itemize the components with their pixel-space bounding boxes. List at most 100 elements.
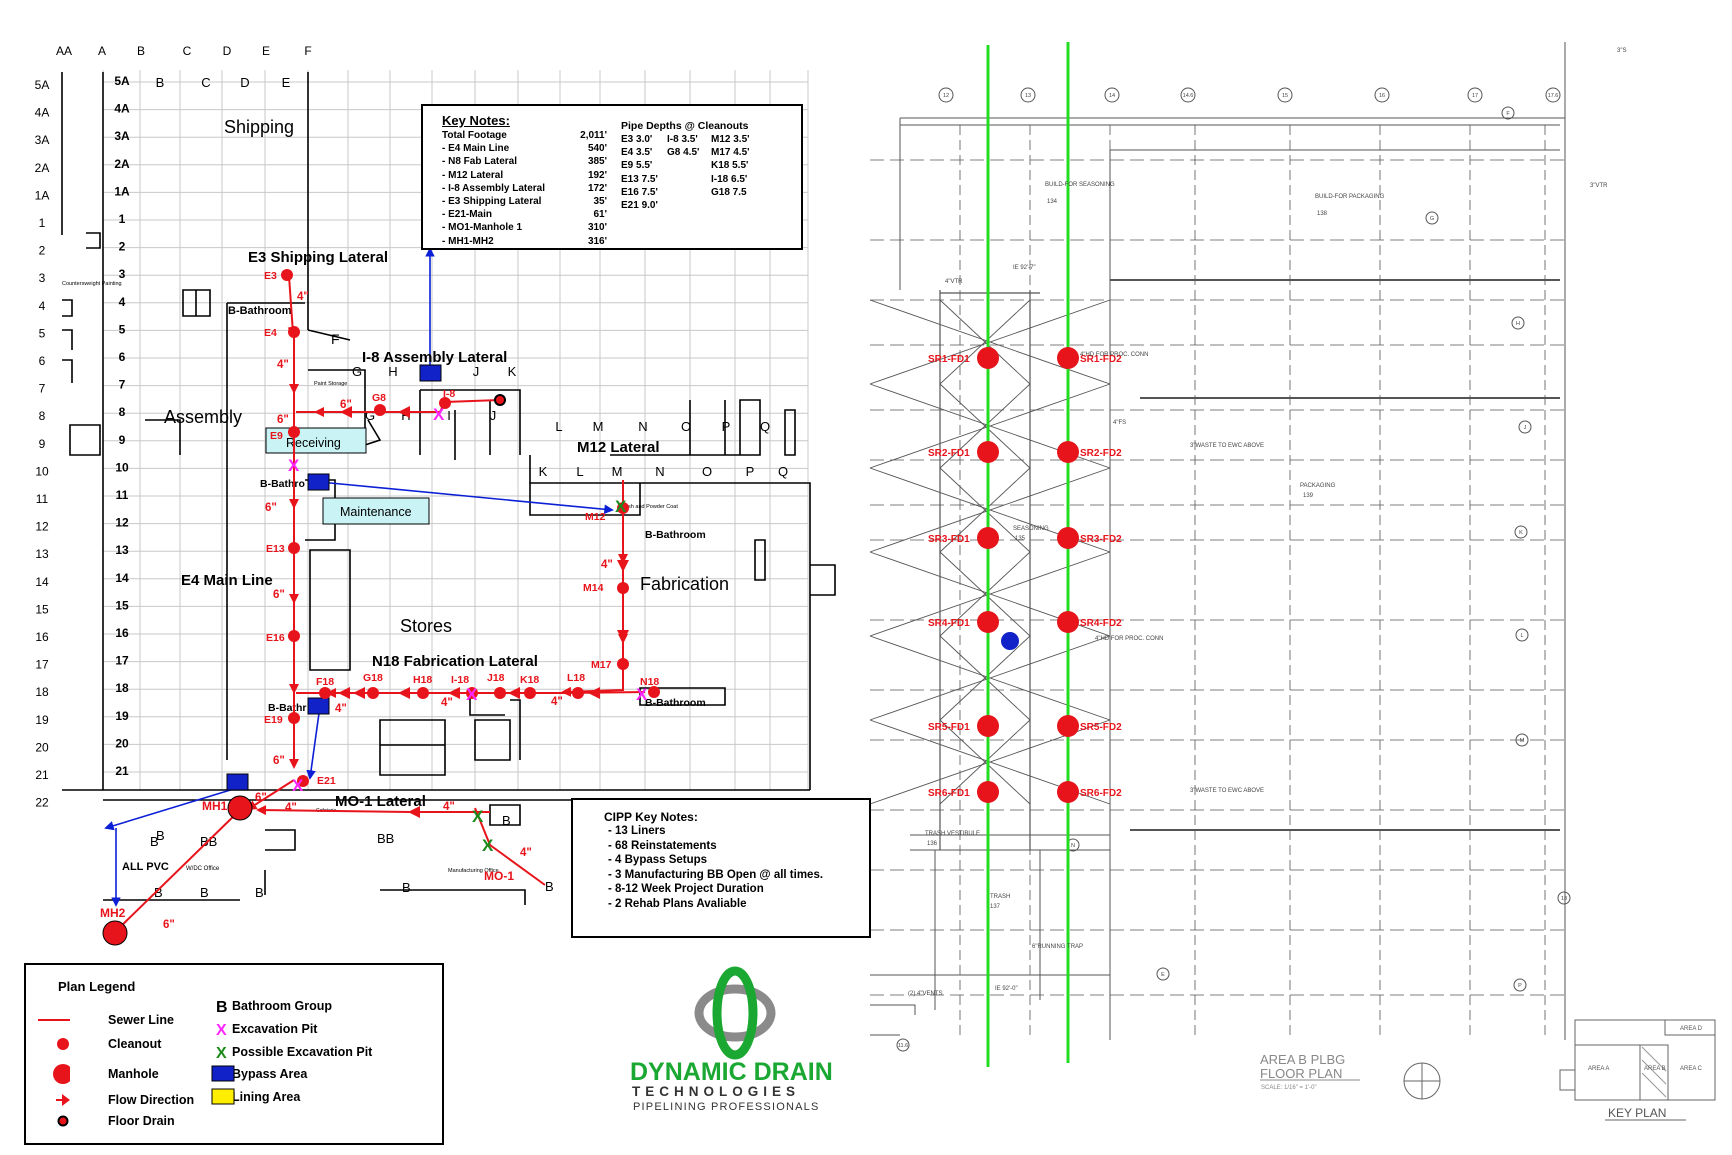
grid-inner-row-label: 6 [119, 350, 126, 364]
possible-excavation-pit-icon: X [216, 1045, 227, 1062]
floor-drain-left [977, 715, 999, 737]
svg-text:4": 4" [441, 697, 453, 709]
grid-row-label: 21 [35, 768, 49, 782]
blueprint-note: 139 [1303, 493, 1314, 499]
svg-text:4": 4" [601, 559, 613, 571]
key-notes-row-label: - N8 Fab Lateral [442, 156, 518, 168]
svg-text:4": 4" [335, 703, 347, 715]
svg-text:E3 Shipping Lateral: E3 Shipping Lateral [248, 249, 388, 266]
key-notes-row-label: - MH1-MH2 [442, 235, 494, 247]
pipe-depth-col1: E3 3.0' [621, 134, 653, 145]
bypass-marker-blueprint [1001, 632, 1019, 650]
drain-label-right: SR1-FD2 [1080, 354, 1122, 365]
bypass-area-i8 [419, 364, 442, 382]
column-bubble: 17 [1472, 93, 1478, 99]
logo-green-ring [712, 966, 758, 1060]
grid-inner-col-label: D [240, 75, 249, 90]
grid-col-label: AA [56, 44, 72, 58]
pipe-depths-title: Pipe Depths @ Cleanouts [621, 120, 749, 132]
bathroom-group-letter: B [200, 885, 209, 900]
svg-text:AREA B PLBG: AREA B PLBG [1260, 1052, 1345, 1067]
row-bubble: P [1518, 983, 1522, 989]
grid-col-label: E [262, 44, 270, 58]
room-letter-top: P [722, 419, 731, 434]
blueprint-green-lines [986, 42, 1070, 1067]
grid-inner-row-label: 3 [119, 267, 126, 281]
grid-row-label: 2 [39, 244, 46, 258]
grid-row-label: 10 [35, 464, 49, 478]
key-notes-row-value: 61' [593, 209, 607, 221]
drain-label-left: SR2-FD1 [928, 448, 970, 459]
bypass-area-icon [211, 1065, 235, 1082]
grid-inner-row-label: 13 [115, 543, 129, 557]
room-letter-ghijk: G [352, 364, 362, 379]
column-bubble: 12 [943, 93, 949, 99]
floor-drain-right [1057, 611, 1079, 633]
pipe-depth-col2: G8 4.5' [667, 147, 700, 159]
legend-label-lining-area: Lining Area [232, 1090, 301, 1104]
drain-label-left: SR1-FD1 [928, 354, 970, 365]
key-notes-row-value: 35' [593, 196, 607, 207]
bypass-line-mh1 [104, 787, 238, 831]
legend-label-bypass-area: Bypass Area [232, 1067, 308, 1081]
wash-powder-label: Wash and Powder Coat [620, 504, 678, 510]
svg-text:M12 Lateral: M12 Lateral [577, 439, 660, 456]
pipe-depth-col1: E13 7.5' [621, 173, 658, 185]
grid-inner-col-label: E [282, 75, 291, 90]
room-letter-top: L [555, 419, 562, 434]
svg-text:E16: E16 [266, 632, 285, 644]
svg-text:M17: M17 [591, 659, 612, 671]
key-notes-row-value: 385' [587, 156, 607, 168]
blueprint-note: 4"VTR [945, 279, 963, 285]
grid-inner-row-label: 7 [119, 378, 126, 392]
countersweight-label: Countersweight Painting [62, 281, 122, 287]
grid-row-label: 4A [35, 106, 50, 120]
svg-text:X: X [216, 1045, 227, 1062]
bottom-bubble: 11.6 [898, 1043, 908, 1049]
room-letter-ghijk: J [473, 364, 480, 379]
legend-label-manhole: Manhole [108, 1067, 159, 1081]
key-notes-row-value: 310' [587, 222, 607, 234]
room-letter-top: O [681, 419, 691, 434]
manhole-mh2 [102, 920, 128, 946]
room-letter-ghijk: K [508, 364, 517, 379]
drain-label-right: SR5-FD2 [1080, 722, 1122, 733]
svg-text:L18: L18 [567, 672, 585, 684]
svg-text:H18: H18 [413, 674, 432, 686]
grid-inner-row-label: 2A [114, 157, 130, 171]
grid-row-label: 1 [39, 216, 46, 230]
grid-inner-col-label: B [156, 75, 165, 90]
grid-row-label: 3 [39, 271, 46, 285]
grid-inner-row-label: 9 [119, 433, 126, 447]
grid-inner-row-label: 4A [114, 102, 130, 116]
logo-grey-ring [694, 984, 776, 1042]
drain-label-right: SR3-FD2 [1080, 534, 1122, 545]
svg-text:E9: E9 [270, 430, 283, 442]
drain-label-right: SR6-FD2 [1080, 788, 1122, 799]
key-notes-row-label: - M12 Lateral [442, 169, 504, 181]
svg-text:B: B [216, 999, 228, 1016]
key-notes-row-value: 540' [587, 143, 607, 155]
grid-inner-row-label: 1 [119, 212, 126, 226]
key-notes-row-label: - E3 Shipping Lateral [442, 196, 542, 207]
sewer-mo1-branch [474, 807, 546, 886]
grid-row-label: 11 [36, 492, 49, 506]
receiving-room [265, 427, 367, 454]
cipp-title: CIPP Key Notes: [604, 810, 698, 824]
blueprint-note: 4"HD FOR PROC. CONN [1095, 636, 1163, 642]
pipe-depth-col3: I-18 6.5' [711, 173, 748, 185]
svg-text:4": 4" [443, 801, 455, 813]
manhole-mh1 [227, 795, 253, 821]
key-notes-row-label: - I-8 Assembly Lateral [442, 182, 546, 194]
pipe-depth-col1: E9 5.5' [621, 160, 653, 172]
room-letter-ghij: G [365, 408, 375, 423]
cipp-note-row: - 3 Manufacturing BB Open @ all times. [608, 868, 824, 881]
grid-inner-row-label: 17 [115, 654, 129, 668]
blueprint-note: 3"VTR [1590, 183, 1608, 189]
key-notes-row-value: 172' [587, 182, 607, 194]
maintenance-label: Maintenance [340, 505, 412, 519]
